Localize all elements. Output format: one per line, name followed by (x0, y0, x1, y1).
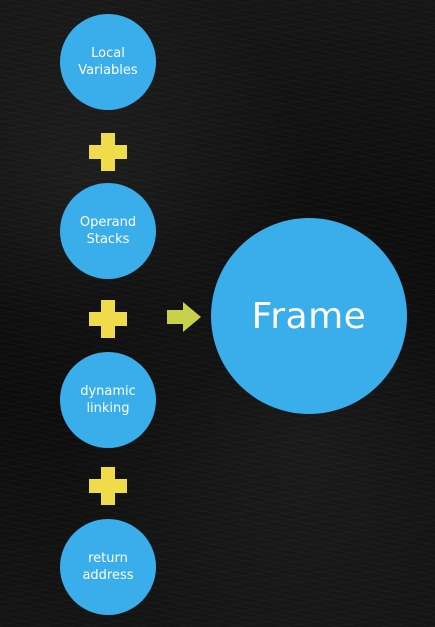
plus-icon (89, 133, 127, 171)
arrow-right-icon (167, 302, 201, 332)
plus-vertical-bar (101, 467, 115, 505)
dynamic-linking-circle: dynamic linking (60, 352, 156, 448)
operand-stacks-circle: Operand Stacks (60, 183, 156, 279)
operand-stacks-label: Operand Stacks (79, 215, 137, 247)
plus-vertical-bar (101, 133, 115, 171)
dynamic-linking-label: dynamic linking (80, 384, 136, 416)
local-variables-label: Local Variables (78, 46, 138, 78)
local-variables-circle: Local Variables (60, 14, 156, 110)
plus-icon (89, 467, 127, 505)
plus-icon (89, 300, 127, 338)
frame-circle: Frame (211, 218, 407, 414)
return-address-circle: return address (60, 519, 156, 615)
frame-label: Frame (251, 295, 367, 337)
return-address-label: return address (82, 551, 134, 583)
plus-vertical-bar (101, 300, 115, 338)
